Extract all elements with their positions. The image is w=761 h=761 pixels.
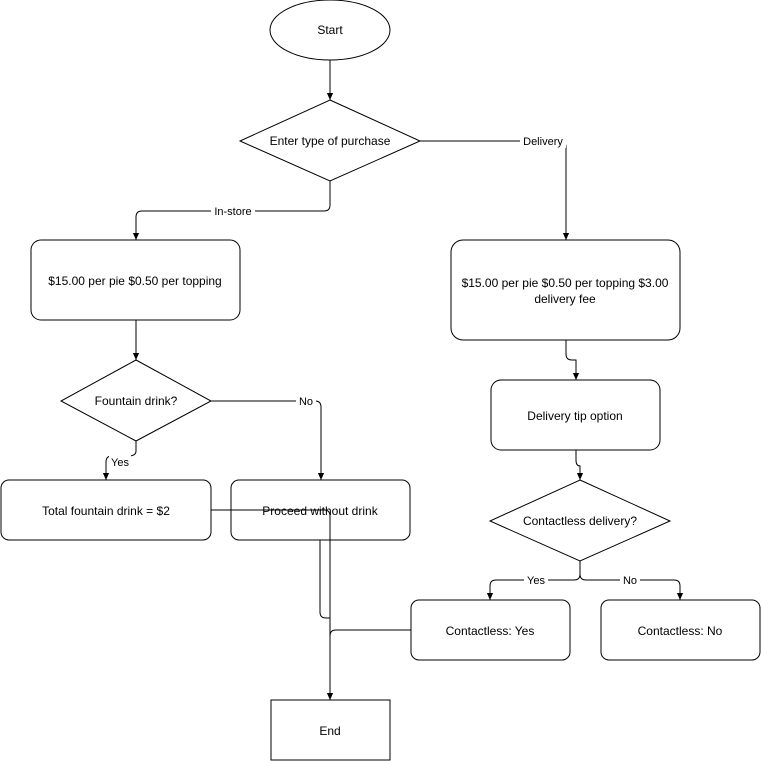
edge-proceed-to-end — [319, 540, 330, 619]
edge-enter-to-delivery — [420, 140, 570, 240]
edge-label-contactless-yes: Yes — [527, 575, 545, 587]
delivery-tip-label: Delivery tip option — [527, 409, 622, 423]
edge-contactless-yes-to-end — [329, 629, 411, 700]
fountain-drink-label: Fountain drink? — [95, 394, 178, 408]
contactless-no-label: Contactless: No — [638, 624, 723, 638]
edge-label-fountain-yes: Yes — [111, 457, 129, 469]
edge-label-contactless-no: No — [623, 575, 637, 587]
edge-tip-to-contactless — [575, 450, 584, 480]
contactless-yes-label: Contactless: Yes — [446, 624, 535, 638]
delivery-tip-box — [490, 379, 661, 451]
start-node — [269, 0, 391, 61]
contactless-label: Contactless delivery? — [523, 514, 637, 528]
enter-type-label: Enter type of purchase — [270, 134, 391, 148]
edge-delivery-to-tip — [565, 340, 580, 380]
end-node — [270, 699, 391, 761]
contactless-no-box — [600, 599, 761, 661]
end-label: End — [319, 724, 340, 738]
start-label: Start — [317, 23, 343, 37]
edge-total-to-end — [211, 509, 334, 700]
edge-label-delivery: Delivery — [523, 136, 563, 148]
instore-price-box — [30, 239, 241, 321]
enter-type-decision — [238, 99, 422, 182]
instore-price-label: $15.00 per pie $0.50 per topping — [48, 274, 221, 288]
total-drink-label: Total fountain drink = $2 — [42, 504, 170, 518]
edge-label-instore: In-store — [214, 206, 251, 218]
edge-label-fountain-no: No — [299, 396, 313, 408]
fountain-drink-decision — [59, 359, 213, 442]
delivery-price-label-1: $15.00 per pie $0.50 per topping $3.00 — [462, 276, 669, 290]
edge-fountain-no — [211, 400, 325, 480]
delivery-price-label-2: delivery fee — [534, 292, 596, 306]
delivery-price-box — [450, 239, 681, 341]
contactless-decision — [488, 479, 672, 562]
proceed-no-drink-label: Proceed without drink — [262, 504, 378, 518]
